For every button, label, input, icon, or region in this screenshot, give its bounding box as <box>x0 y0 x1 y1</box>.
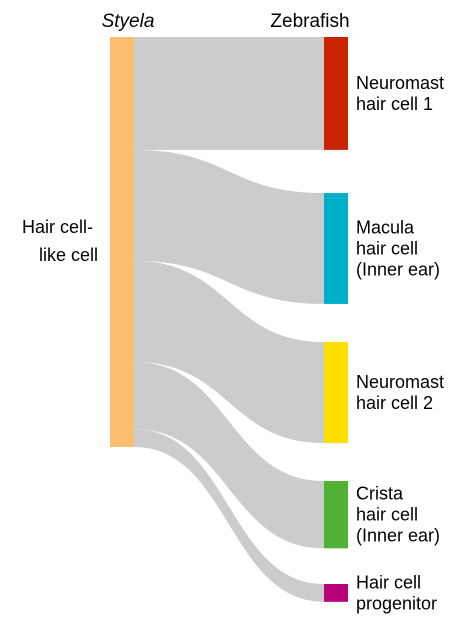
source-node-hair-cell-like-cell <box>110 37 134 447</box>
target-label-line: hair cell 1 <box>356 94 433 114</box>
target-nodes <box>324 37 348 602</box>
source-label-line-1: Hair cell- <box>22 217 93 237</box>
source-label-line-2: like cell <box>39 245 98 265</box>
target-node-neuromast-hair-cell-2 <box>324 342 348 444</box>
flow-link-neuromast-hair-cell-2 <box>134 260 324 444</box>
header-right: Zebrafish <box>270 11 349 32</box>
flow-link-neuromast-hair-cell-1 <box>134 37 324 150</box>
target-node-neuromast-hair-cell-1 <box>324 37 348 150</box>
target-label-line: (Inner ear) <box>356 526 440 546</box>
flow-link-crista-hair-cell <box>134 361 324 549</box>
header-left: Styela <box>102 11 155 32</box>
target-label-line: Neuromast <box>356 372 444 392</box>
target-label-line: Macula <box>356 217 415 237</box>
flow-link-macula-hair-cell <box>134 149 324 304</box>
target-label-line: hair cell <box>356 505 418 525</box>
target-node-macula-hair-cell <box>324 193 348 304</box>
target-label-line: hair cell 2 <box>356 393 433 413</box>
target-label-line: Hair cell <box>356 572 421 592</box>
target-label-line: Neuromast <box>356 73 444 93</box>
target-node-hair-cell-progenitor <box>324 584 348 602</box>
flow-links <box>134 37 324 602</box>
flow-link-hair-cell-progenitor <box>134 429 324 602</box>
target-label-line: progenitor <box>356 593 437 613</box>
target-label-line: (Inner ear) <box>356 259 440 279</box>
target-node-crista-hair-cell <box>324 481 348 549</box>
target-label-line: hair cell <box>356 238 418 258</box>
target-label-line: Crista <box>356 484 404 504</box>
source-label: Hair cell- like cell <box>22 217 98 265</box>
